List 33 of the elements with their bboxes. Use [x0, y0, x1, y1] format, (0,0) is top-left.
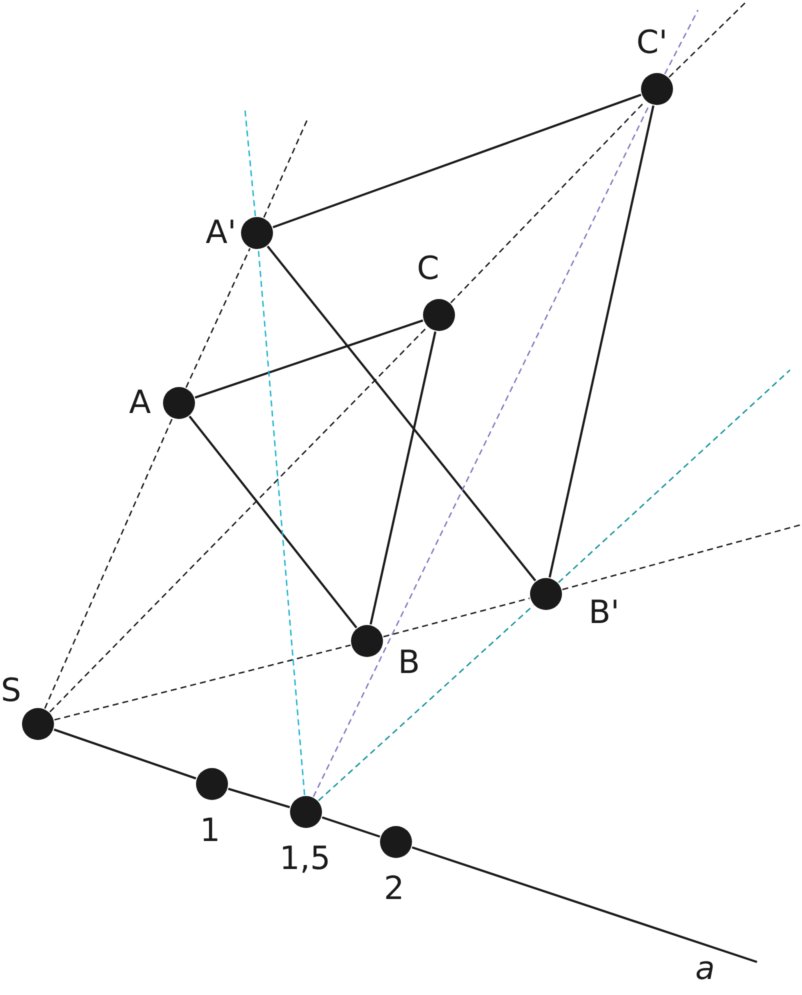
- point-label: 2: [384, 872, 404, 904]
- point-label: S: [0, 674, 22, 706]
- line-segment: [412, 846, 758, 964]
- line-segment: [370, 331, 436, 625]
- point-label: B': [588, 596, 620, 628]
- point-label: A': [206, 216, 236, 248]
- line-segment: [228, 788, 290, 808]
- line-segment: [194, 319, 424, 399]
- dashed-line: [668, 2, 746, 78]
- point-label: C: [416, 252, 440, 284]
- dashed-line: [664, 10, 699, 74]
- dashed-line: [258, 250, 306, 796]
- point-label: 1: [200, 814, 220, 846]
- line-segment: [322, 816, 380, 838]
- point-label: B: [398, 646, 420, 678]
- dashed-line: [54, 644, 351, 721]
- line-segment: [266, 246, 536, 582]
- point-label: 1,5: [280, 842, 330, 874]
- dashed-line: [263, 118, 309, 218]
- dashed-line: [383, 598, 530, 638]
- line-segment: [54, 728, 196, 780]
- dashed-line: [562, 524, 800, 590]
- dashed-line: [244, 110, 256, 216]
- dashed-line: [185, 248, 251, 388]
- line-segment: [272, 94, 642, 228]
- point-label: C': [636, 26, 668, 58]
- line-segment: [548, 105, 654, 578]
- dashed-line: [49, 326, 428, 712]
- dashed-line: [318, 604, 534, 802]
- point-label: A: [129, 386, 151, 418]
- dashed-line: [558, 369, 790, 584]
- line-segment: [188, 416, 358, 628]
- dashed-line: [44, 418, 173, 709]
